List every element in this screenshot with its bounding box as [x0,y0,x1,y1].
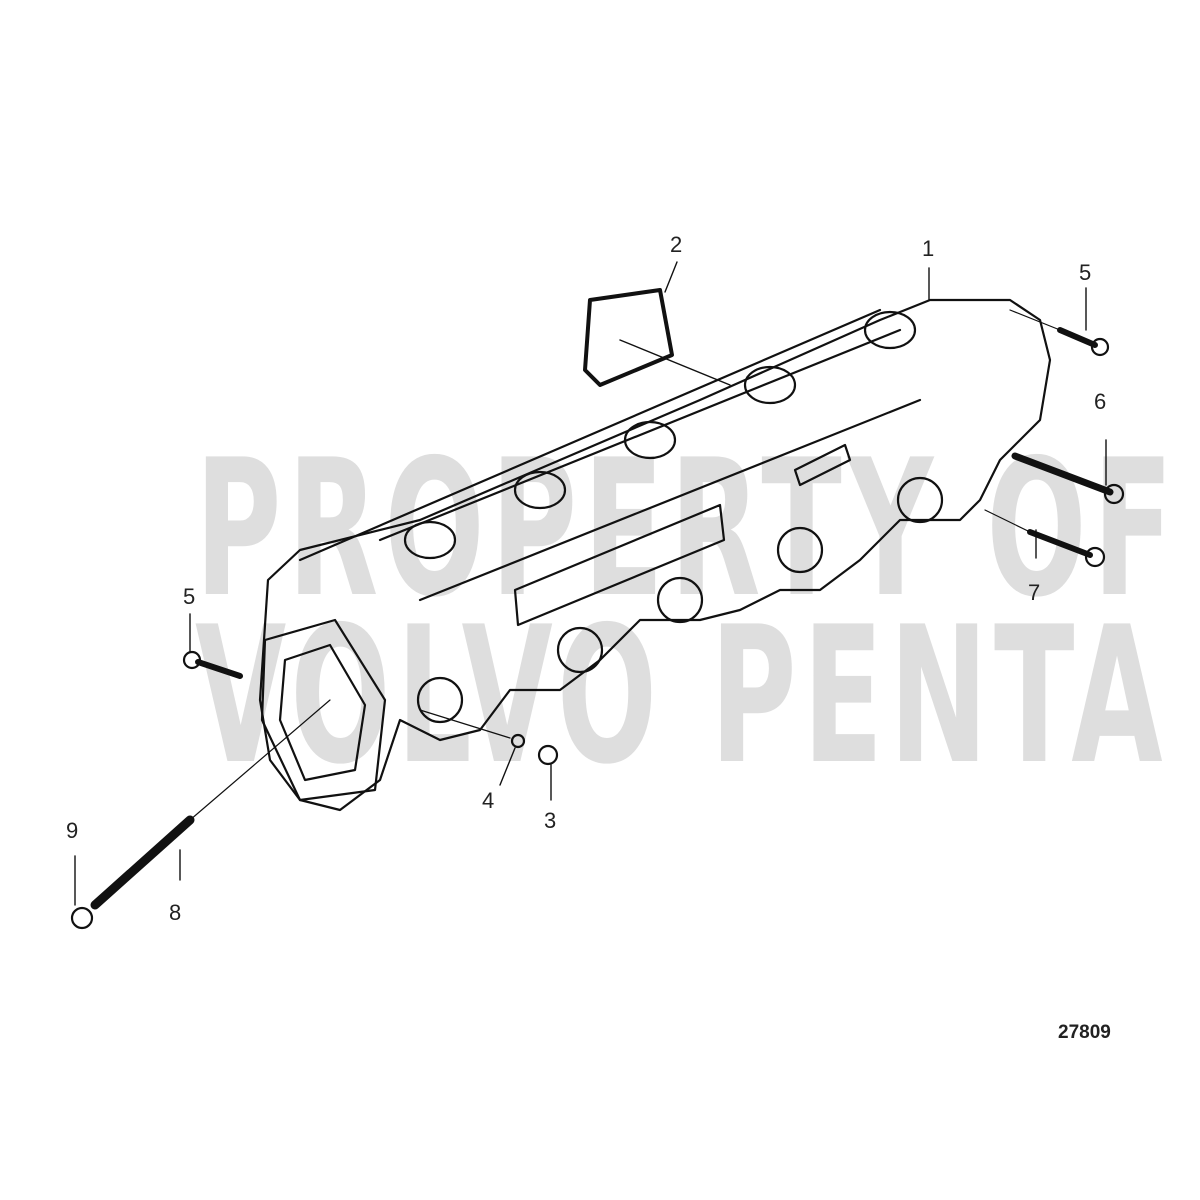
callout-2: 2 [670,232,683,257]
callout-1: 1 [922,236,935,261]
bolt-6 [1011,452,1125,505]
reference-number: 27809 [1058,1022,1111,1043]
bolt-5-right [1009,309,1110,357]
manifold-body [258,298,1052,812]
callout-9: 9 [66,818,79,843]
callout-3: 3 [544,808,557,833]
plug [537,744,559,766]
sealing-ring [510,733,526,749]
bolt-7 [984,509,1106,568]
callout-6: 6 [1094,389,1107,414]
flange-nut [70,906,94,930]
watermark-line1: PROPERTY OF [195,418,1180,639]
stud [90,815,195,910]
callout-4: 4 [482,788,495,813]
callout-5-left: 5 [183,584,196,609]
bolt-5-left [182,650,243,679]
inlet-flange [260,618,387,802]
gasket [583,288,674,387]
callout-5-right: 5 [1079,260,1092,285]
callout-7: 7 [1028,580,1041,605]
callout-8: 8 [169,900,182,925]
manifold-panel [513,503,726,627]
